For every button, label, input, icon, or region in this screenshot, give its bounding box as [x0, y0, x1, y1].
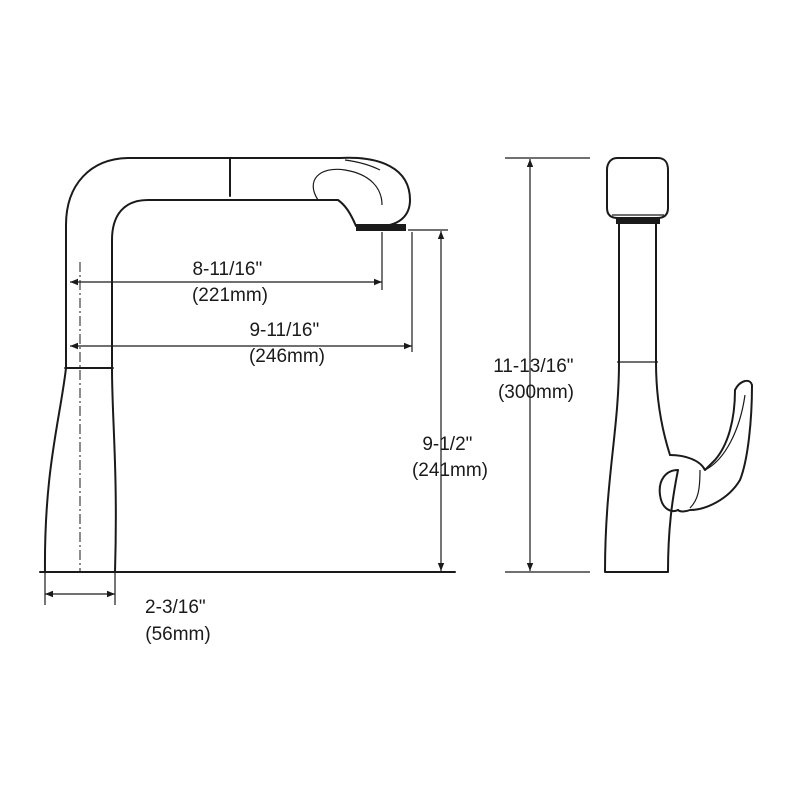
spray-head-curve [312, 168, 383, 206]
dim-spout-reach-outer [70, 232, 413, 352]
label-imperial: 2-3/16" [145, 597, 206, 618]
dim-labels: 8-11/16" (221mm) 9-11/16" (246mm) 9-1/2"… [145, 259, 579, 645]
label-imperial: 8-11/16" [192, 259, 262, 280]
label-metric: (221mm) [192, 285, 268, 306]
spray-head-outline [234, 156, 411, 227]
label-overall-height: 11-13/16" (300mm) [493, 356, 579, 403]
label-metric: (246mm) [249, 346, 325, 367]
side-spray-face [616, 218, 660, 224]
label-base-diameter: 2-3/16" (56mm) [145, 597, 211, 645]
front-view-faucet [43, 156, 411, 573]
label-imperial: 9-1/2" [422, 434, 472, 455]
label-imperial: 9-11/16" [249, 320, 319, 341]
dim-overall-height [505, 157, 590, 573]
side-handle-detail [689, 394, 746, 509]
spout-neck-outer [65, 157, 236, 369]
side-handle [669, 379, 753, 513]
spout-neck-inner [111, 199, 319, 369]
label-spout-reach-inner: 8-11/16" (221mm) [192, 259, 268, 306]
label-spout-reach-outer: 9-11/16" (246mm) [249, 320, 325, 367]
label-metric: (300mm) [498, 382, 574, 403]
side-view-faucet [604, 157, 753, 573]
dim-spout-reach-inner [70, 232, 383, 290]
side-spray-head [606, 157, 669, 219]
spray-head-top-detail [344, 159, 381, 171]
label-metric: (241mm) [412, 460, 488, 481]
dim-base-diameter [44, 572, 116, 605]
label-spout-clearance: 9-1/2" (241mm) [412, 434, 488, 481]
label-imperial: 11-13/16" [493, 356, 573, 377]
dim-spout-clearance [408, 229, 448, 571]
spray-face [356, 224, 406, 231]
side-neck [618, 223, 657, 363]
side-body [604, 361, 679, 573]
label-metric: (56mm) [145, 624, 210, 645]
